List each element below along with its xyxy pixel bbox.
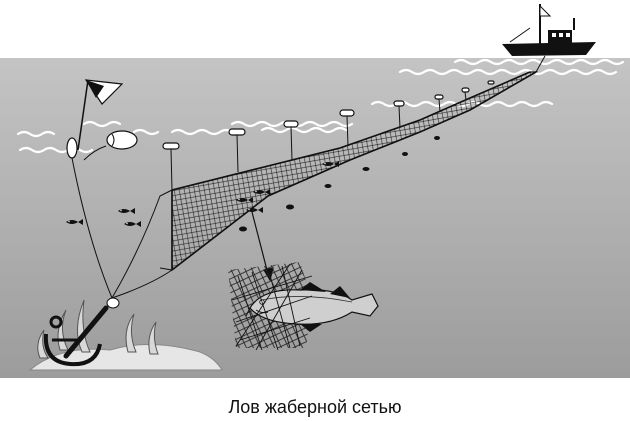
anchor-icon — [43, 305, 109, 367]
float-buoy-icon — [83, 130, 138, 161]
gill-net-icon — [162, 55, 546, 272]
fishing-boat-icon — [502, 4, 596, 56]
anchor-lines — [71, 157, 173, 299]
anchor-buoy — [106, 297, 120, 309]
cod-fish-icon — [245, 282, 379, 332]
flag-buoy-icon — [66, 79, 124, 159]
figure-caption: Лов жаберной сетью — [228, 397, 402, 417]
closeup-net-front — [231, 263, 313, 351]
